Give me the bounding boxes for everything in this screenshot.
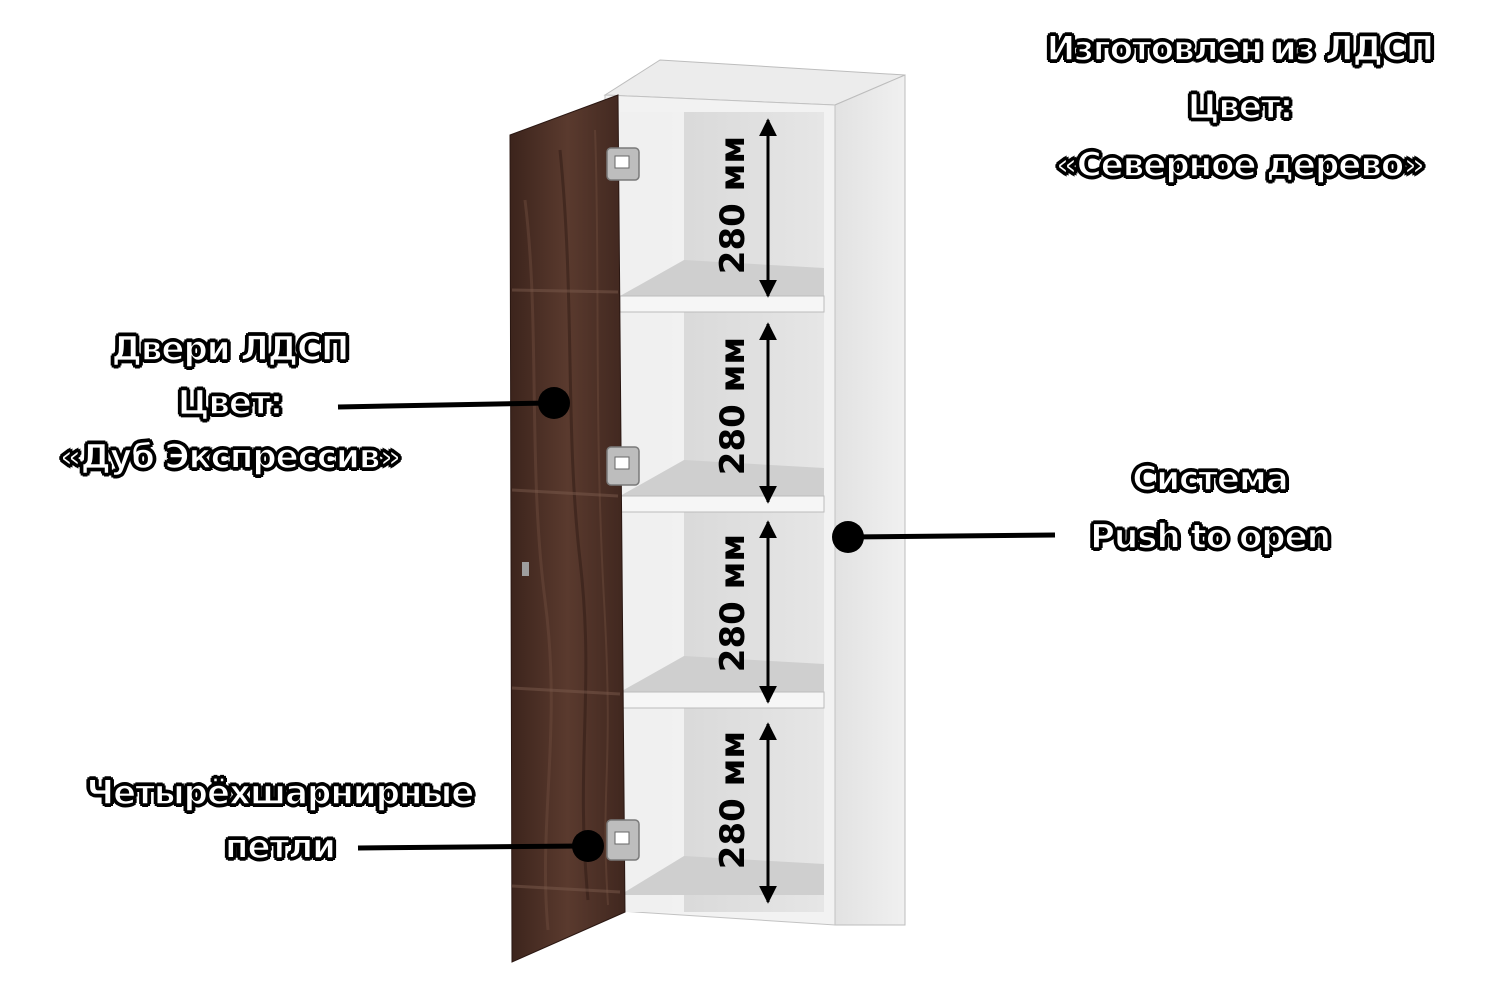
dimension-3: 280 мм (713, 520, 777, 704)
hinge-top (606, 147, 640, 181)
push-to-open-callout: Система Push to open (1040, 450, 1380, 566)
leader-hinges (357, 830, 604, 862)
material-callout-line: Цвет: (1187, 86, 1294, 128)
dimension-label: 280 мм (713, 534, 753, 672)
dimension-1: 280 мм (713, 118, 777, 298)
hinges-callout-line: петли (224, 826, 336, 868)
shelf (619, 295, 825, 313)
shelf (619, 691, 825, 709)
doors-callout-line: Двери ЛДСП (111, 328, 350, 370)
material-callout-line: «Северное дерево» (1055, 144, 1426, 186)
hinges-callout-line: Четырёхшарнирные (86, 772, 475, 814)
material-callout: Изготовлен из ЛДСП Цвет: «Северное дерев… (1000, 20, 1480, 194)
dimension-4: 280 мм (713, 722, 777, 904)
dimension-2: 280 мм (713, 322, 777, 504)
shelf (619, 495, 825, 513)
hinge-bottom (606, 819, 640, 861)
leader-dot (538, 387, 570, 419)
doors-callout-line: «Дуб Экспрессив» (59, 436, 402, 478)
system-callout-line: Система (1132, 458, 1290, 500)
system-callout-line: Push to open (1089, 516, 1331, 558)
door (509, 94, 626, 963)
door-bumper (522, 562, 529, 576)
dimension-label: 280 мм (713, 337, 753, 475)
dimension-label: 280 мм (713, 731, 753, 869)
cabinet-right-side (834, 74, 906, 926)
leader-doors (337, 387, 570, 419)
leader-system (832, 521, 1056, 553)
door-panel (509, 94, 626, 963)
cabinet-body (603, 59, 906, 926)
leader-dot (832, 521, 864, 553)
material-callout-line: Изготовлен из ЛДСП (1046, 28, 1435, 70)
leader-dot (572, 830, 604, 862)
doors-callout-line: Цвет: (177, 382, 284, 424)
doors-callout: Двери ЛДСП Цвет: «Дуб Экспрессив» (30, 322, 430, 484)
hinge-middle (606, 446, 640, 486)
hinges-callout: Четырёхшарнирные петли (50, 766, 510, 874)
dimension-label: 280 мм (713, 136, 753, 274)
